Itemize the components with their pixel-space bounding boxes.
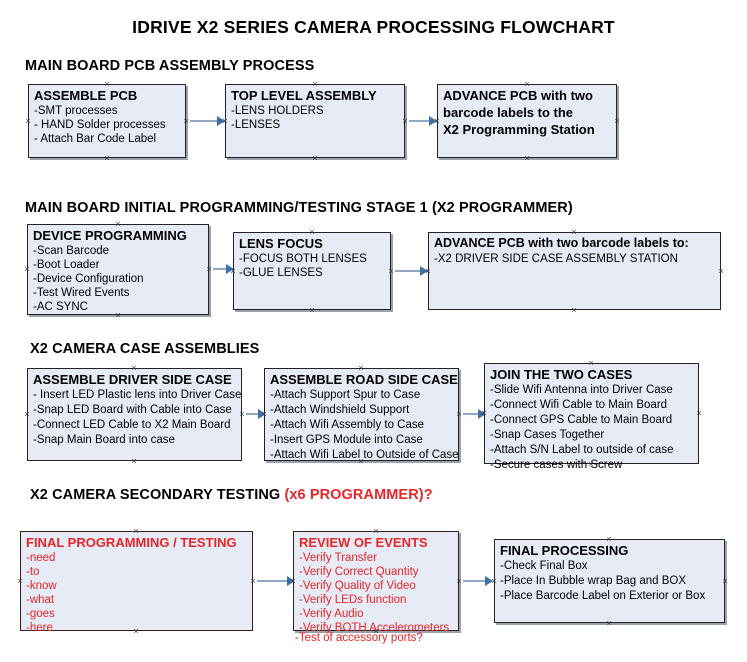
node-line: -Snap Main Board into case <box>33 434 175 446</box>
node-title: JOIN THE TWO CASES <box>490 367 633 382</box>
node-title: ASSEMBLE DRIVER SIDE CASE <box>33 372 232 387</box>
node-title: ADVANCE PCB with two barcode labels to: <box>434 236 689 250</box>
node-line: -Check Final Box <box>500 560 588 572</box>
section-heading-text: X2 CAMERA CASE ASSEMBLIES <box>30 341 260 357</box>
node-line: -Verify Correct Quantity <box>299 566 419 578</box>
node-line: -Place In Bubble wrap Bag and BOX <box>500 575 687 587</box>
node-device-programming[interactable]: DEVICE PROGRAMMING -Scan Barcode -Boot L… <box>27 224 209 315</box>
node-title: ADVANCE PCB with two <box>443 88 593 103</box>
node-advance-pcb-driver-side[interactable]: ADVANCE PCB with two barcode labels to: … <box>428 232 721 310</box>
node-line: -Verify BOTH Accelerometers <box>299 622 450 634</box>
arrow-assemble-pcb-to-top-level-assembly <box>190 116 225 126</box>
section-heading-main-board-initial-programming: MAIN BOARD INITIAL PROGRAMMING/TESTING S… <box>25 200 573 216</box>
section-heading-accent: (x6 PROGRAMMER)? <box>284 487 433 503</box>
node-line: -LENS HOLDERS <box>231 105 324 117</box>
node-top-level-assembly[interactable]: TOP LEVEL ASSEMBLY -LENS HOLDERS -LENSES <box>225 84 405 158</box>
node-line: -Place Barcode Label on Exterior or Box <box>500 590 706 602</box>
node-line: -Device Configuration <box>33 273 144 285</box>
node-line: -Insert GPS Module into Case <box>270 434 423 446</box>
node-line: -goes <box>26 608 55 620</box>
node-final-programming-testing[interactable]: FINAL PROGRAMMING / TESTING -need -to -k… <box>20 531 253 634</box>
section-heading-text: MAIN BOARD PCB ASSEMBLY PROCESS <box>25 58 315 74</box>
node-title: DEVICE PROGRAMMING <box>33 228 187 243</box>
node-join-the-two-cases[interactable]: JOIN THE TWO CASES -Slide Wifi Antenna i… <box>484 363 699 471</box>
node-line: - Attach Bar Code Label <box>34 133 157 145</box>
node-assemble-pcb[interactable]: ASSEMBLE PCB -SMT processes - HAND Solde… <box>28 84 186 158</box>
node-assemble-driver-side-case[interactable]: ASSEMBLE DRIVER SIDE CASE - Insert LED P… <box>27 368 242 461</box>
node-title: ASSEMBLE PCB <box>34 88 138 103</box>
node-line: -to <box>26 566 40 578</box>
node-line: -Secure cases with Screw <box>490 459 623 471</box>
node-title: TOP LEVEL ASSEMBLY <box>231 88 377 103</box>
node-line: - HAND Solder processes <box>34 119 166 131</box>
node-line: -SMT processes <box>34 105 118 117</box>
node-line: -GLUE LENSES <box>239 267 323 279</box>
node-assemble-road-side-case[interactable]: ASSEMBLE ROAD SIDE CASE -Attach Support … <box>264 368 459 461</box>
node-line: -Boot Loader <box>33 259 100 271</box>
node-line: -Connect Wifi Cable to Main Board <box>490 399 668 411</box>
node-line: -X2 DRIVER SIDE CASE ASSEMBLY STATION <box>434 253 678 265</box>
node-title: REVIEW OF EVENTS <box>299 535 428 550</box>
node-line: -need <box>26 552 56 564</box>
node-review-of-events[interactable]: REVIEW OF EVENTS -Verify Transfer -Verif… <box>293 531 459 634</box>
node-line: -Verify LEDs function <box>299 594 407 606</box>
node-line: -Connect LED Cable to X2 Main Board <box>33 419 231 431</box>
node-line: -FOCUS BOTH LENSES <box>239 253 367 265</box>
arrow-review-of-events-to-final-processing <box>463 576 493 586</box>
arrow-top-level-assembly-to-advance-pcb <box>409 116 437 126</box>
page-title: IDRIVE X2 SERIES CAMERA PROCESSING FLOWC… <box>132 17 615 37</box>
node-line: -here <box>26 622 53 634</box>
node-line: -Attach Windshield Support <box>270 404 410 416</box>
node-line: -Attach Support Spur to Case <box>270 389 421 401</box>
node-final-processing[interactable]: FINAL PROCESSING -Check Final Box -Place… <box>494 539 725 623</box>
node-line: -Slide Wifi Antenna into Driver Case <box>490 384 673 396</box>
section-heading-text: X2 CAMERA SECONDARY TESTING <box>30 487 285 503</box>
node-title: FINAL PROGRAMMING / TESTING <box>26 535 237 550</box>
section-heading-x2-camera-case-assemblies: X2 CAMERA CASE ASSEMBLIES <box>30 341 259 357</box>
node-line: -Attach Wifi Label to Outside of Case <box>270 449 459 461</box>
arrow-road-side-to-join-cases <box>463 409 486 419</box>
node-line: -Snap Cases Together <box>490 429 605 441</box>
node-line: -Verify Audio <box>299 608 364 620</box>
node-line: - Insert LED Plastic lens into Driver Ca… <box>33 389 242 401</box>
node-line: -what <box>26 594 55 606</box>
node-line: -Snap LED Board with Cable into Case <box>33 404 232 416</box>
node-line: -know <box>26 580 57 592</box>
node-lens-focus[interactable]: LENS FOCUS -FOCUS BOTH LENSES -GLUE LENS… <box>233 232 391 310</box>
arrow-driver-side-to-road-side <box>246 409 266 419</box>
arrow-lens-focus-to-advance-pcb-driver-side <box>395 266 428 276</box>
node-line: -Verify Transfer <box>299 552 377 564</box>
node-overflow-line-review-of-events: -Test of accessory ports? <box>295 632 423 644</box>
node-title: LENS FOCUS <box>239 236 323 251</box>
node-line: -AC SYNC <box>33 301 88 313</box>
node-line: -Attach Wifi Assembly to Case <box>270 419 425 431</box>
node-line: -Verify Quality of Video <box>299 580 416 592</box>
node-title: ASSEMBLE ROAD SIDE CASE <box>270 372 458 387</box>
node-line: -Scan Barcode <box>33 245 110 257</box>
node-advance-pcb-programming-station[interactable]: ADVANCE PCB with two barcode labels to t… <box>437 84 617 158</box>
node-line: -Connect GPS Cable to Main Board <box>490 414 673 426</box>
arrow-device-programming-to-lens-focus <box>213 264 234 274</box>
node-line: -LENSES <box>231 119 281 131</box>
section-heading-main-board-pcb-assembly: MAIN BOARD PCB ASSEMBLY PROCESS <box>25 58 314 74</box>
node-line: -Attach S/N Label to outside of case <box>490 444 674 456</box>
arrow-final-programming-to-review-of-events <box>257 576 295 586</box>
node-title: FINAL PROCESSING <box>500 543 629 558</box>
node-line: -Test Wired Events <box>33 287 130 299</box>
node-line: X2 Programming Station <box>443 122 595 137</box>
section-heading-text: MAIN BOARD INITIAL PROGRAMMING/TESTING S… <box>25 200 573 216</box>
section-heading-x2-camera-secondary-testing: X2 CAMERA SECONDARY TESTING (x6 PROGRAMM… <box>30 487 433 503</box>
node-line: barcode labels to the <box>443 105 574 120</box>
